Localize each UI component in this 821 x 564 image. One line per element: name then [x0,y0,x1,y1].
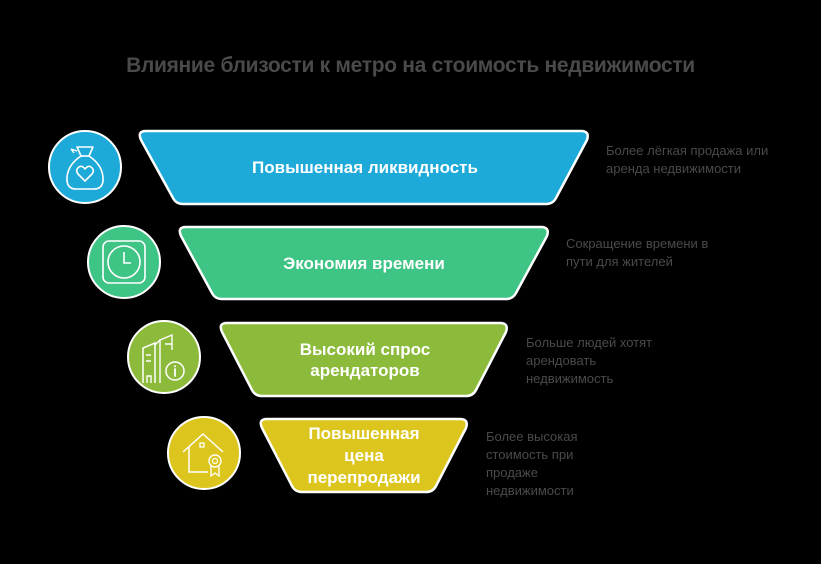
funnel-segment-1 [138,129,589,206]
funnel-level-1 [48,129,589,206]
level-2-label: Экономия времени [283,253,445,273]
buildings-info-icon [127,320,201,394]
funnel-level-4 [167,416,468,494]
level-2-description: Сокращение времени в пути для жителей [566,236,709,269]
level-1-label: Повышенная ликвидность [252,158,478,177]
diagram-title: Влияние близости к метро на стоимость не… [126,54,695,77]
level-3-description: Больше людей хотят арендовать недвижимос… [526,335,653,386]
funnel-level-2 [87,225,549,301]
money-bag-heart-icon [48,130,122,204]
level-1-description: Более лёгкая продажа или аренда недвижим… [606,143,769,176]
funnel-level-3 [127,320,508,398]
level-4-label: Повышенная цена перепродажи [307,423,421,487]
house-award-icon [167,416,241,490]
funnel-segment-2 [178,225,549,301]
level-3-label: Высокий спрос арендаторов [299,339,431,380]
funnel-segment-3 [219,321,508,398]
level-4-description: Более высокая стоимость при продаже недв… [486,429,578,498]
clock-icon [87,225,161,299]
funnel-segment-4 [259,417,468,494]
